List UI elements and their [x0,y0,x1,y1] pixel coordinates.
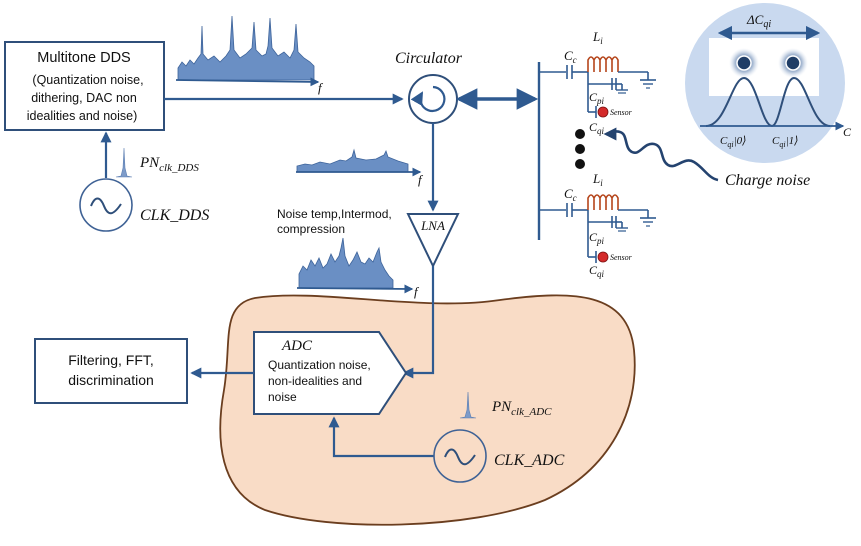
inductor-icon [587,194,619,210]
sine-icon [90,197,122,215]
state-1-label: Cqi|1⟩ [772,135,798,149]
charge-noise-wave [603,127,719,182]
r2-sensor-label: Sensor [610,253,633,262]
r1-parasitic-label: Cpi [589,90,605,106]
charge-state-inset [685,3,845,163]
circulator[interactable] [408,74,458,124]
adc-note-3: noise [268,390,297,404]
r1-inductor-label: Li [592,29,603,46]
dds-block[interactable]: Multitone DDS (Quantization noise, dithe… [4,41,165,131]
lna-amplifier[interactable] [406,213,460,269]
amplified-spectrum-icon [298,237,394,289]
r2-parasitic-label: Cpi [589,230,605,246]
reflected-spectrum-icon [296,148,409,173]
r1-coupling-label: Cc [564,48,577,65]
r1-qubit-label: Cqi [589,120,605,136]
clk-adc-label: CLK_ADC [494,452,565,469]
lna-to-adc-line [402,266,435,379]
sine-icon [444,448,476,466]
clk-adc-to-adc-line [328,416,434,458]
lna-note-2: compression [277,222,345,236]
dds-note-3: idealities and noise) [27,109,138,123]
r1-sensor-label: Sensor [610,108,633,117]
adc-note-1: Quantization noise, [268,358,371,372]
charge-noise-label: Charge noise [725,172,810,189]
dds-spectrum-icon [177,15,315,81]
capacitance-axis-label: C [843,125,852,139]
resonator-2 [539,194,656,263]
ellipsis-dot [575,159,585,169]
reflected-spectrum-f-label: f [418,172,424,187]
dds-note-2: dithering, DAC non [31,91,137,105]
resonator-1 [539,56,656,118]
ellipsis-dot [575,144,585,154]
adc-note-2: non-idealities and [268,374,362,388]
circulator-arrow-icon [410,85,446,113]
lna-label: LNA [420,218,445,233]
dds-title: Multitone DDS [37,50,130,66]
r2-coupling-label: Cc [564,186,577,203]
pn-adc-peak-icon [459,391,477,419]
amplified-spectrum-axis [296,284,414,294]
filtering-line-1: Filtering, FFT, [68,352,154,368]
pn-dds-label: PNclk_DDS [139,155,199,174]
dds-spectrum-f-label: f [318,80,324,95]
inductor-icon [587,56,619,72]
filtering-line-2: discrimination [68,372,154,388]
sensor-icon [597,251,609,263]
dds-spectrum-axis [175,77,320,87]
delta-c-label: ΔCqi [746,12,771,30]
clk-adc-source[interactable] [433,429,487,483]
clk-dds-source[interactable] [79,178,133,232]
circulator-label: Circulator [395,50,463,67]
amplified-spectrum-f-label: f [414,284,420,299]
clk-dds-label: CLK_DDS [140,207,209,224]
adc-block[interactable]: ADC Quantization noise, non-idealities a… [253,331,408,415]
dds-note-1: (Quantization noise, [32,73,143,87]
ellipsis-dot [575,129,585,139]
state-0-label: Cqi|0⟩ [720,135,746,149]
sensor-icon [597,106,609,118]
adc-label: ADC [281,338,313,354]
lna-note-1: Noise temp,Intermod, [277,207,392,221]
pn-dds-peak-icon [115,147,133,178]
r2-inductor-label: Li [592,171,603,188]
pn-adc-label: PNclk_ADC [491,399,552,418]
filtering-block[interactable]: Filtering, FFT, discrimination [34,338,188,404]
r2-qubit-label: Cqi [589,263,605,279]
